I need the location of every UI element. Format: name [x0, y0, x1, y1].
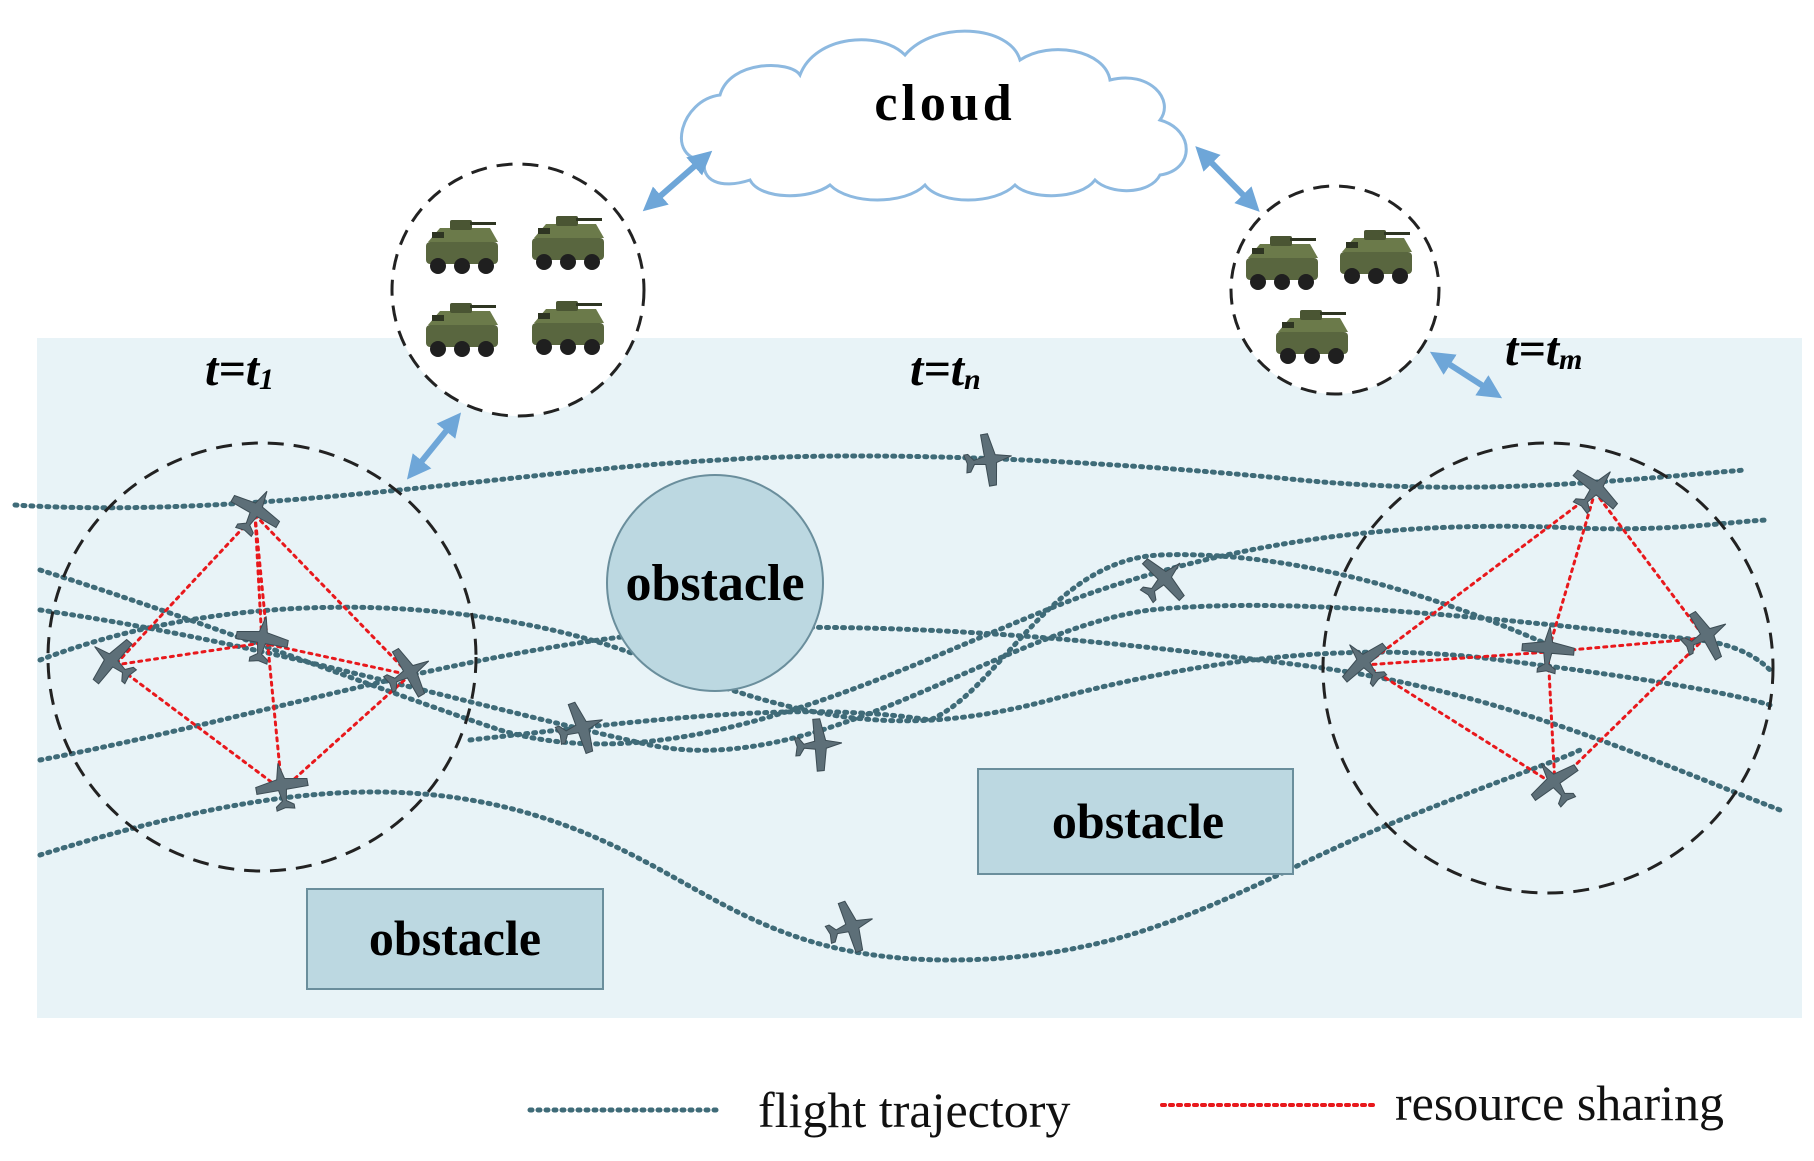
obstacle-rect-right-label: obstacle: [1052, 793, 1224, 849]
resource-sharing-right: [1363, 490, 1707, 787]
link-right-vehicles-swarm: [1429, 351, 1503, 399]
field-background: [37, 338, 1802, 1018]
flight-trajectories: [12, 453, 1783, 963]
vehicle-group-left-circle: [390, 162, 646, 418]
cloud-shape: [679, 29, 1188, 202]
time-label-tm: t=tm: [1505, 323, 1582, 376]
communication-links: [406, 146, 1503, 480]
time-label-t1: t=t1: [205, 343, 274, 396]
trajectory-4: [37, 624, 1783, 813]
link-cloud-left-vehicles: [642, 150, 713, 212]
legend-sharing-label: resource sharing: [1395, 1075, 1724, 1131]
obstacle-rect-right: [977, 768, 1294, 875]
cloud-label: cloud: [874, 75, 1015, 132]
trajectory-2: [37, 517, 1773, 747]
swarm-range-right: [1321, 441, 1775, 895]
obstacle-circle-label: obstacle: [625, 555, 804, 612]
obstacle-circle: [606, 474, 824, 692]
link-left-vehicles-swarm: [406, 412, 462, 480]
trajectory-7: [467, 552, 1563, 743]
legend-trajectory-label: flight trajectory: [758, 1082, 1070, 1138]
resource-sharing-left: [113, 513, 412, 792]
link-cloud-right-vehicles: [1195, 146, 1260, 212]
legend: flight trajectory resource sharing: [527, 1075, 1724, 1138]
swarm-range-left: [46, 441, 478, 873]
time-label-tn: t=tn: [910, 343, 981, 396]
trajectory-1: [12, 453, 1748, 511]
obstacle-rect-left-label: obstacle: [369, 910, 541, 966]
trajectory-5: [37, 747, 1583, 963]
obstacle-rect-left: [306, 888, 604, 990]
